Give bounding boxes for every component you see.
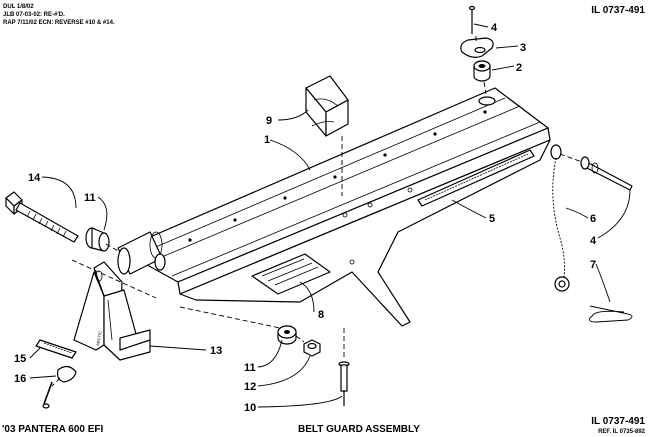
- callout-4-top: 4: [491, 22, 498, 34]
- callout-6: 6: [590, 213, 596, 225]
- callout-4-right: 4: [590, 235, 597, 247]
- callouts: 4 3 2 9 1 5 6 4 7 8 14 11 13 11 12 10 15…: [14, 22, 597, 414]
- svg-text:ARCTIC: ARCTIC: [95, 331, 103, 347]
- callout-13: 13: [210, 345, 222, 357]
- illustration-number-top: IL 0737-491: [591, 5, 645, 16]
- lanyard-cable: [552, 157, 570, 292]
- knob-stack: [460, 5, 494, 82]
- callout-5: 5: [489, 213, 495, 225]
- callout-11-top: 11: [84, 192, 96, 204]
- callout-16: 16: [14, 373, 26, 385]
- callout-9: 9: [266, 115, 272, 127]
- callout-2: 2: [516, 62, 522, 74]
- bolt-left: [5, 191, 79, 243]
- revision-line-3: RAP 7/11/02 ECN: REVERSE #10 & #14.: [3, 20, 115, 26]
- warning-decal: [251, 253, 331, 295]
- revision-line-1: DUL 1/8/02: [3, 4, 34, 10]
- reference-number: REF. IL 0735-892: [598, 429, 646, 435]
- callout-10: 10: [244, 402, 256, 414]
- push-fastener: [42, 365, 77, 409]
- illustration-number-bottom: IL 0737-491: [591, 416, 645, 427]
- hair-pin-clip: [589, 305, 633, 323]
- callout-7: 7: [590, 259, 596, 271]
- callout-12: 12: [244, 381, 256, 393]
- callout-14: 14: [28, 172, 41, 184]
- assembly-title: BELT GUARD ASSEMBLY: [298, 424, 420, 435]
- hinge-tube: [117, 231, 166, 275]
- rubber-strip: [417, 149, 535, 207]
- rivet: [338, 328, 350, 406]
- revision-line-2: JLB 07-03-02: RE-#'D.: [3, 12, 65, 18]
- washer-left: [85, 227, 110, 252]
- pin-right: [550, 144, 633, 191]
- callout-15: 15: [14, 353, 26, 365]
- callout-3: 3: [520, 42, 526, 54]
- callout-1: 1: [264, 134, 270, 146]
- belt-clip: [305, 75, 349, 137]
- model-name: '03 PANTERA 600 EFI: [2, 424, 104, 435]
- washer-bottom: [277, 325, 297, 345]
- revision-notes: DUL 1/8/02 JLB 07-03-02: RE-#'D. RAP 7/1…: [3, 4, 115, 26]
- callout-8: 8: [318, 309, 324, 321]
- mounting-bracket: ARCTIC: [73, 261, 151, 361]
- callout-leaders: [29, 23, 631, 408]
- lock-nut: [303, 339, 321, 357]
- callout-11-bottom: 11: [244, 362, 256, 374]
- grommet-strip: [35, 339, 77, 359]
